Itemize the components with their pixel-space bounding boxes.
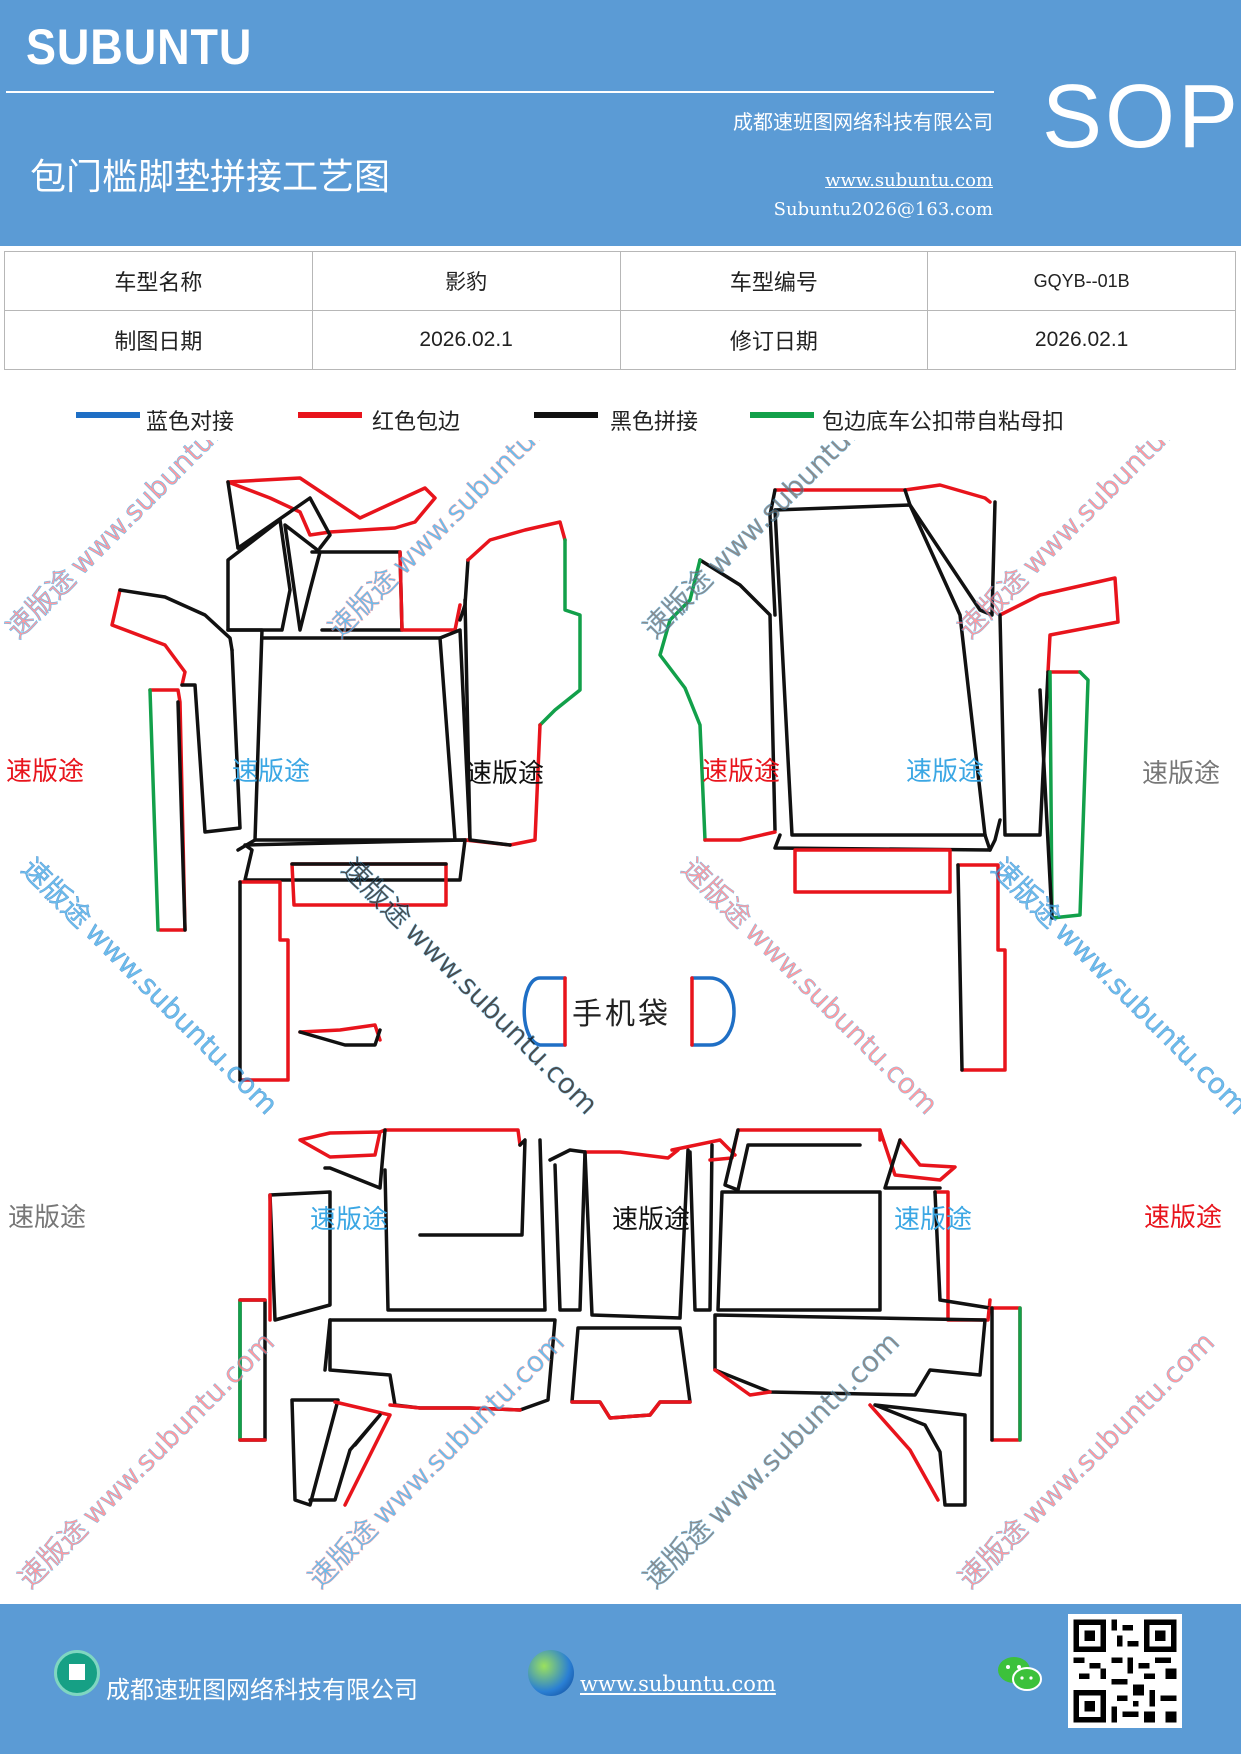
svg-text:www.subuntu.com: www.subuntu.com [1015,440,1221,581]
watermark: 速版途 www.subuntu.com [951,440,1221,645]
svg-text:www.subuntu.com: www.subuntu.com [79,915,285,1121]
svg-text:www.subuntu.com: www.subuntu.com [1049,915,1241,1121]
svg-text:速版途: 速版途 [15,852,98,935]
legend-label: 红色包边 [372,410,461,435]
brand-mark: 速版途 [466,759,544,789]
brand-logo: SUBUNTU [26,19,253,75]
table-cell: 车型编号 [619,251,929,311]
table-cell: 车型名称 [4,251,313,311]
svg-text:www.subuntu.com: www.subuntu.com [63,440,269,581]
svg-text:www.subuntu.com: www.subuntu.com [385,440,591,581]
table-cell: 影豹 [311,251,621,311]
brand-mark: 速版途 [232,757,310,787]
front-right-mat-group [658,483,1120,1072]
header-email[interactable]: Subuntu2026@163.com [773,199,993,220]
svg-text:速版途: 速版途 [675,852,758,935]
brand-mark: 速版途 [6,757,84,787]
mat-pattern-drawing: 速版途 速版途 速版途 速版途 速版途 速版途 速版途 速版途 速版途 速版途 … [0,440,1241,1595]
table-cell: 修订日期 [619,310,929,370]
legend-label: 包边底车公扣带自粘母扣 [822,410,1065,435]
svg-text:速版途: 速版途 [302,1512,385,1595]
svg-text:速版途: 速版途 [637,1512,720,1595]
legend-swatch [750,412,814,418]
legend-label: 黑色拼接 [610,410,699,435]
svg-text:www.subuntu.com: www.subuntu.com [700,1325,906,1531]
svg-text:速版途: 速版途 [952,1512,1035,1595]
phone-bag-label: 手机袋 [572,997,671,1032]
watermark: 速版途 www.subuntu.com [15,851,285,1121]
home-icon [54,1650,100,1696]
legend-swatch [76,412,140,418]
qr-code [1068,1614,1182,1728]
header-banner [0,0,1241,246]
front-left-mat-group [110,476,582,1082]
svg-text:www.subuntu.com: www.subuntu.com [365,1325,571,1531]
page-title: 包门槛脚垫拼接工艺图 [30,157,391,198]
table-row: 制图日期 2026.02.1 修订日期 2026.02.1 [4,310,1236,370]
legend-swatch [534,412,598,418]
brand-mark: 速版途 [310,1205,388,1235]
header-divider [6,91,994,93]
watermark: 速版途 www.subuntu.com [985,851,1241,1121]
svg-text:www.subuntu.com: www.subuntu.com [739,915,945,1121]
info-table: 车型名称 影豹 车型编号 GQYB--01B 制图日期 2026.02.1 修订… [4,251,1236,370]
header-url-link[interactable]: www.subuntu.com [825,170,993,191]
legend-swatch [298,412,362,418]
watermark: 速版途 www.subuntu.com [301,1325,571,1595]
table-cell: 2026.02.1 [927,310,1236,370]
table-row: 车型名称 影豹 车型编号 GQYB--01B [4,251,1236,311]
brand-mark: 速版途 [894,1205,972,1235]
watermark: 速版途 www.subuntu.com [636,1325,906,1595]
svg-text:速版途: 速版途 [0,562,82,645]
globe-icon [528,1650,574,1696]
legend-label: 蓝色对接 [146,410,235,435]
brand-mark: 速版途 [1142,759,1220,789]
header-company: 成都速班图网络科技有限公司 [733,110,993,134]
sop-badge: SOP [1042,67,1241,167]
rear-mat-group [238,1023,1022,1507]
svg-text:www.subuntu.com: www.subuntu.com [75,1325,281,1531]
footer-company: 成都速班图网络科技有限公司 [106,1676,418,1704]
phone-bag-piece [522,976,736,1047]
table-cell: GQYB--01B [927,251,1236,311]
brand-mark: 速版途 [612,1205,690,1235]
brand-mark: 速版途 [702,757,780,787]
brand-mark: 速版途 [8,1203,86,1233]
wechat-icon [998,1657,1042,1691]
watermark: 速版途 www.subuntu.com [321,440,591,645]
svg-text:速版途: 速版途 [12,1512,95,1595]
watermark: 速版途 www.subuntu.com [11,1325,281,1595]
brand-mark: 速版途 [906,757,984,787]
table-cell: 制图日期 [4,310,313,370]
footer-url-link[interactable]: www.subuntu.com [580,1672,776,1696]
svg-text:速版途: 速版途 [322,562,405,645]
svg-text:速版途: 速版途 [637,562,720,645]
svg-text:www.subuntu.com: www.subuntu.com [1015,1325,1221,1531]
brand-mark: 速版途 [1144,1203,1222,1233]
table-cell: 2026.02.1 [311,310,621,370]
